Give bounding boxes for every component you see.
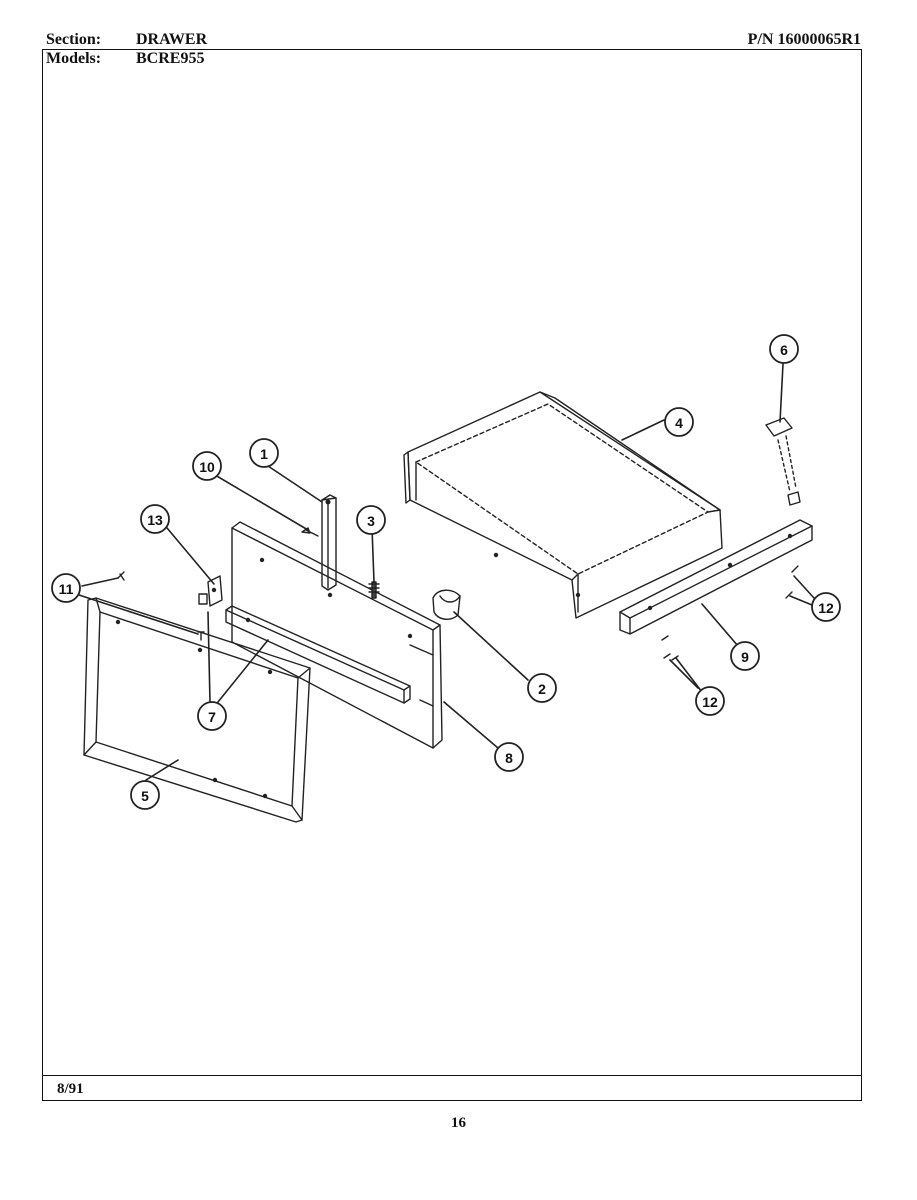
models-value: BCRE955 [136, 50, 205, 67]
callout-3-label: 3 [367, 513, 375, 529]
footer-divider [42, 1075, 862, 1076]
callout-11 [51, 573, 81, 603]
callout-7-label: 7 [208, 709, 216, 725]
callout-6-label: 6 [780, 342, 788, 358]
screws-part-12 [661, 565, 799, 661]
models-label: Models: [46, 50, 102, 67]
callout-13-label: 13 [147, 512, 163, 528]
drawer-front-panel [225, 521, 443, 749]
screw-part-11b [197, 631, 205, 641]
part-number: P/N 16000065R1 [747, 31, 861, 48]
drawer-front-frame [83, 597, 311, 823]
screw-part-3 [368, 581, 380, 599]
page-number: 16 [451, 1115, 466, 1131]
callout-3 [356, 505, 386, 535]
screw-part-11a [117, 571, 125, 581]
callout-10 [192, 451, 222, 481]
glide-part-6 [765, 417, 801, 506]
callout-12a [811, 592, 841, 622]
drawer-body [403, 391, 723, 619]
callout-10-label: 10 [199, 459, 215, 475]
callout-12b-label: 12 [702, 694, 718, 710]
callout-1-label: 1 [260, 446, 268, 462]
callout-8-label: 8 [505, 750, 513, 766]
callout-5 [130, 780, 160, 810]
drawer-rail [619, 519, 813, 635]
callout-5-label: 5 [141, 788, 149, 804]
revision-date: 8/91 [57, 1081, 84, 1097]
callout-2 [527, 673, 557, 703]
bumper-part-2 [432, 589, 461, 620]
callout-12a-label: 12 [818, 600, 834, 616]
callout-9-label: 9 [741, 649, 749, 665]
hinge-part-13 [198, 575, 223, 607]
callout-8 [494, 742, 524, 772]
callout-9 [730, 641, 760, 671]
callout-7 [197, 701, 227, 731]
callout-4-label: 4 [675, 415, 683, 431]
callout-13 [140, 504, 170, 534]
callout-11-label: 11 [59, 581, 74, 597]
leader-lines [75, 363, 815, 781]
drawer-bracket [321, 494, 337, 591]
section-value: DRAWER [136, 31, 208, 48]
screw-part-10 [301, 527, 319, 537]
section-label: Section: [46, 31, 102, 48]
diagram-frame [42, 49, 862, 1101]
callout-4 [664, 407, 694, 437]
callout-2-label: 2 [538, 681, 546, 697]
callout-6 [769, 334, 799, 364]
callout-12b [695, 686, 725, 716]
callout-1 [249, 438, 279, 468]
